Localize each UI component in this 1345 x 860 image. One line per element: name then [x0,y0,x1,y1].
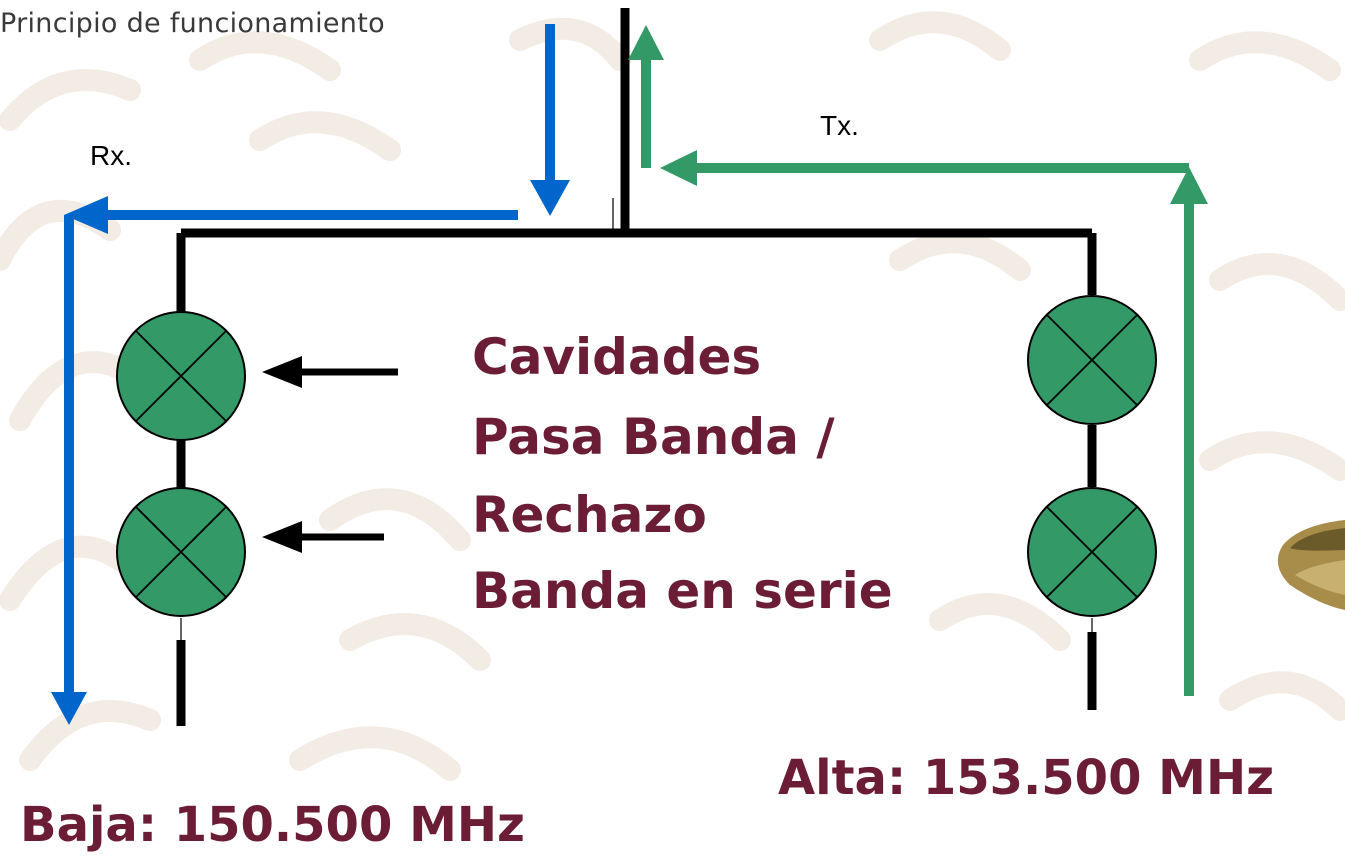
alta-frequency-label: Alta: 153.500 MHz [778,750,1275,806]
rx-arrows [51,24,570,725]
tx-left-arrow-head [660,150,697,186]
rx-vertical-shaft [64,215,74,695]
tx-left-arrow-shaft [694,163,1189,173]
rx-down-arrow-head [530,180,570,216]
cavity-text-line-3: Rechazo [472,486,707,544]
pointer-arrow-2 [262,521,384,553]
cavity-right-2 [1027,487,1157,617]
tx-arrows [628,25,1208,696]
cavity-right-1 [1027,295,1157,425]
pointer-arrow-1 [262,356,398,388]
tx-up-arrow-shaft [1184,200,1194,696]
cavity-text-line-4: Banda en serie [472,562,893,620]
rx-down-arrow-shaft [545,24,555,182]
diagram-title: Principio de funcionamiento [0,8,385,39]
baja-frequency-label: Baja: 150.500 MHz [20,797,525,853]
cavity-left-2 [116,487,246,617]
tx-top-arrow-head [628,25,664,60]
watermark-pattern [0,11,1345,781]
cavity-text-line-1: Cavidades [472,328,762,386]
tx-label: Tx. [820,110,859,141]
cavity-text-line-2: Pasa Banda / [472,408,835,466]
rx-left-arrow-head [64,196,108,234]
cavity-left-1 [116,311,246,441]
rx-left-arrow-shaft [105,210,518,220]
tx-top-arrow-shaft [641,58,651,168]
rx-down-bottom-head [51,692,87,725]
tx-up-arrow-head [1170,167,1208,204]
circuit-lines [176,8,1097,726]
rx-label: Rx. [90,140,132,171]
cavity-device-image [1277,520,1345,610]
